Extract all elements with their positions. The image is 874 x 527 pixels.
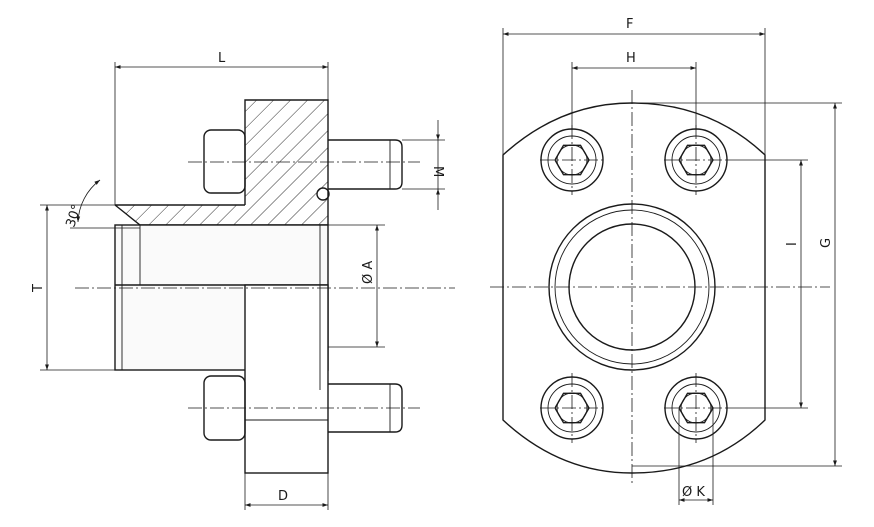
- dim-label-angle: 30°: [64, 203, 85, 230]
- bolt-shank-upper: [328, 139, 403, 190]
- dim-label-i: I: [785, 242, 800, 246]
- dim-label-t: T: [31, 284, 46, 293]
- dim-label-k: Ø K: [682, 485, 705, 500]
- dim-label-h: H: [626, 51, 636, 66]
- o-ring: [316, 187, 330, 201]
- dim-label-f: F: [626, 17, 633, 32]
- dim-label-d: D: [278, 489, 288, 504]
- flange-body-lower: [244, 284, 329, 474]
- dim-label-g: G: [819, 238, 834, 248]
- bolt-shank-lower: [328, 383, 403, 433]
- section-hatch: [115, 100, 328, 225]
- bolt-head-upper: [203, 129, 246, 194]
- dim-label-a: Ø A: [361, 261, 376, 284]
- flange-outline: [502, 102, 766, 474]
- dim-label-l: L: [218, 51, 226, 66]
- front-view: [490, 90, 830, 485]
- front-view-dimensions: F H I G Ø K: [502, 17, 842, 505]
- side-section-view: [75, 99, 455, 474]
- side-view-dimensions: L M 30° T Ø A D: [31, 51, 445, 510]
- dim-label-m: M: [430, 166, 445, 177]
